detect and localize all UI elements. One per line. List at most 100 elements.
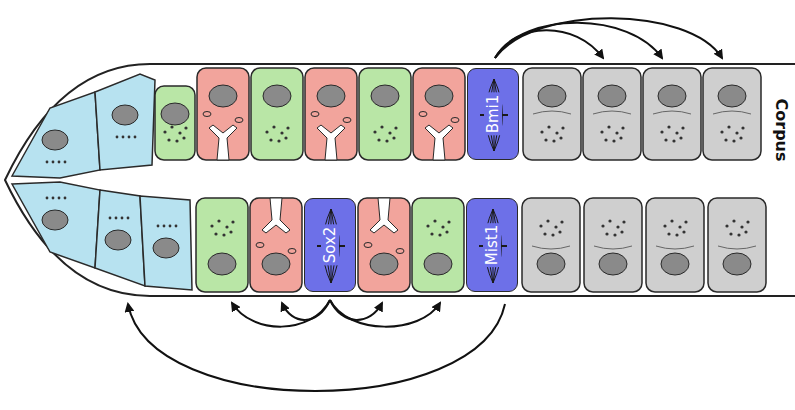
nucleus (208, 253, 236, 275)
granule (116, 136, 119, 139)
granule (394, 126, 397, 129)
granule (210, 224, 213, 227)
granule (284, 136, 287, 139)
nucleus (371, 85, 399, 107)
organelle (593, 111, 631, 114)
mitochondrion (451, 118, 459, 123)
organelle (532, 246, 570, 249)
grey-cell (523, 68, 581, 160)
granule (720, 130, 723, 133)
nucleus (599, 253, 627, 275)
nucleus (42, 130, 68, 150)
granule (621, 126, 624, 129)
red-cell (358, 198, 410, 292)
granule (675, 233, 678, 236)
lineage-arrow (282, 300, 330, 320)
granule (46, 197, 49, 200)
granule (560, 220, 563, 223)
granule (128, 136, 131, 139)
mitochondrion (256, 243, 264, 248)
lineage-arrow (330, 300, 440, 327)
nucleus (105, 230, 131, 250)
granule (214, 232, 217, 235)
granule (615, 131, 618, 134)
granule (277, 139, 280, 142)
region-label: Corpus (772, 99, 791, 162)
mitochondrion (311, 112, 319, 117)
nucleus (598, 85, 626, 107)
granule (600, 130, 603, 133)
granule (163, 130, 166, 133)
granule (546, 219, 549, 222)
granule (607, 125, 610, 128)
granule (561, 126, 564, 129)
organelle (594, 246, 632, 249)
chief-cell (12, 92, 100, 178)
chief-cell (12, 182, 100, 268)
organelle (653, 111, 691, 114)
granule (225, 225, 228, 228)
granule (167, 138, 170, 141)
canaliculus (317, 125, 345, 160)
grey-cell (522, 198, 580, 292)
lineage-arrow (128, 304, 505, 391)
nucleus (370, 253, 398, 275)
nucleus (317, 85, 345, 107)
granule (682, 230, 685, 233)
granule (559, 136, 562, 139)
marker-label: Mist1 (483, 223, 501, 267)
chief-cell (95, 74, 155, 170)
granule (555, 131, 558, 134)
granule (732, 219, 735, 222)
granule (445, 230, 448, 233)
granule (605, 232, 608, 235)
granule (134, 136, 137, 139)
nucleus (209, 85, 237, 107)
grey-cell (584, 198, 642, 292)
stem-cell: Sox2 (304, 198, 356, 292)
stem-cell: Bmi1 (467, 68, 519, 160)
granule (231, 220, 234, 223)
granule (725, 224, 728, 227)
granule (286, 126, 289, 129)
granule (64, 161, 67, 164)
nucleus (153, 238, 179, 258)
granule (392, 136, 395, 139)
organelle (718, 246, 756, 249)
granule (229, 230, 232, 233)
granule (601, 224, 604, 227)
stem-cell: Mist1 (466, 198, 518, 292)
grey-cell (703, 68, 761, 160)
granule (660, 130, 663, 133)
nucleus (112, 105, 138, 125)
granule (620, 230, 623, 233)
nucleus (262, 253, 290, 275)
green-cell (412, 198, 464, 292)
granule (373, 130, 376, 133)
lineage-arrow (495, 30, 603, 58)
granule (163, 225, 166, 228)
lineage-arrow (495, 23, 662, 58)
marker-label: Sox2 (321, 225, 339, 266)
marker-label: Bmi1 (484, 93, 502, 136)
nucleus (537, 253, 565, 275)
granule (551, 233, 554, 236)
granule (58, 161, 61, 164)
canaliculus (262, 198, 290, 233)
granule (269, 138, 272, 141)
granule (667, 125, 670, 128)
mitochondrion (364, 243, 372, 248)
nucleus (424, 253, 452, 275)
granule (46, 161, 49, 164)
granule (52, 197, 55, 200)
granule (667, 232, 670, 235)
granule (547, 125, 550, 128)
granule (739, 136, 742, 139)
granule (175, 225, 178, 228)
lineage-arrows (128, 18, 722, 391)
green-cell (196, 198, 248, 292)
granule (170, 125, 173, 128)
red-cell (305, 68, 357, 160)
grey-cell (643, 68, 701, 160)
